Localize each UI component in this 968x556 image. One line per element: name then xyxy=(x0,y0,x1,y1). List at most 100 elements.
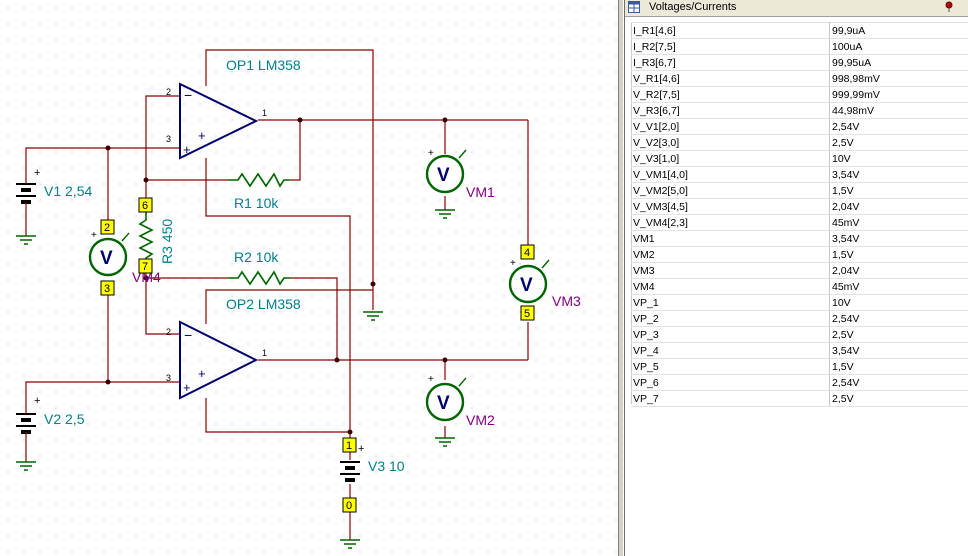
node-label-7: 7 xyxy=(138,258,153,274)
svg-text:6: 6 xyxy=(142,200,148,212)
row-value: 1,5V xyxy=(829,358,968,375)
v2-label: V2 2,5 xyxy=(44,411,85,427)
table-row[interactable]: V_R1[4,6]998,98mV xyxy=(631,70,968,87)
row-value: 2,04V xyxy=(829,262,968,279)
table-row[interactable]: V_R2[7,5]999,99mV xyxy=(631,86,968,103)
row-name: VP_7 xyxy=(631,390,830,407)
voltmeter-vm1[interactable]: V + VM1 xyxy=(425,148,495,200)
svg-text:0: 0 xyxy=(346,500,352,512)
r1-label: R1 10k xyxy=(234,195,279,211)
row-name: V_VM1[4,0] xyxy=(631,166,830,183)
svg-text:1: 1 xyxy=(346,440,352,452)
row-value: 99,9uA xyxy=(829,22,968,39)
pin-icon[interactable] xyxy=(943,0,955,12)
row-value: 2,54V xyxy=(829,118,968,135)
row-name: V_V2[3,0] xyxy=(631,134,830,151)
resistor-r1[interactable]: R1 10k xyxy=(228,172,290,211)
svg-text:+: + xyxy=(34,395,40,407)
node-label-4: 4 xyxy=(520,244,535,260)
junction-dots xyxy=(105,117,448,435)
voltmeter-vm4[interactable]: V + VM4 xyxy=(88,230,161,285)
row-value: 2,54V xyxy=(829,374,968,391)
row-name: V_V1[2,0] xyxy=(631,118,830,135)
row-value: 999,99mV xyxy=(829,86,968,103)
row-value: 2,5V xyxy=(829,326,968,343)
battery-v2[interactable] xyxy=(16,396,36,440)
op2-pin-2: 2 xyxy=(166,327,171,337)
table-row[interactable]: V_V3[1,0]10V xyxy=(631,150,968,167)
node-label-5: 5 xyxy=(520,305,535,321)
row-value: 2,54V xyxy=(829,310,968,327)
row-value: 2,5V xyxy=(829,390,968,407)
svg-text:V: V xyxy=(437,393,450,414)
row-value: 3,54V xyxy=(829,342,968,359)
table-icon xyxy=(628,1,640,13)
svg-text:V: V xyxy=(520,275,533,296)
row-value: 99,95uA xyxy=(829,54,968,71)
svg-text:7: 7 xyxy=(142,261,148,273)
table-row[interactable]: V_R3[6,7]44,98mV xyxy=(631,102,968,119)
vm3-label: VM3 xyxy=(552,293,581,309)
row-value: 100uA xyxy=(829,38,968,55)
svg-text:+: + xyxy=(198,128,206,143)
row-name: V_R1[4,6] xyxy=(631,70,830,87)
svg-text:5: 5 xyxy=(524,308,530,320)
row-name: I_R1[4,6] xyxy=(631,22,830,39)
table-row[interactable]: I_R2[7,5]100uA xyxy=(631,38,968,55)
row-name: I_R3[6,7] xyxy=(631,54,830,71)
table-row[interactable]: I_R3[6,7]99,95uA xyxy=(631,54,968,71)
row-name: V_V3[1,0] xyxy=(631,150,830,167)
resistor-r2[interactable]: R2 10k xyxy=(228,249,290,286)
row-name: VP_5 xyxy=(631,358,830,375)
op1-label: OP1 LM358 xyxy=(226,57,301,73)
splitter[interactable] xyxy=(618,0,623,556)
resistor-r3[interactable]: R3 450 xyxy=(138,212,175,264)
v3-label: V3 10 xyxy=(368,458,405,474)
svg-text:−: − xyxy=(184,327,192,343)
voltmeter-vm2[interactable]: V + VM2 xyxy=(425,374,495,428)
row-name: VP_2 xyxy=(631,310,830,327)
ground-symbols xyxy=(16,209,455,549)
table-row[interactable]: V_VM2[5,0]1,5V xyxy=(631,182,968,199)
op2-pin-3: 3 xyxy=(166,373,171,383)
node-label-1: 1 xyxy=(342,437,357,453)
row-name: VP_3 xyxy=(631,326,830,343)
panel-titlebar[interactable]: Voltages/Currents xyxy=(625,0,968,17)
table-row[interactable]: V_VM4[2,3]45mV xyxy=(631,214,968,231)
table-row[interactable]: I_R1[4,6]99,9uA xyxy=(631,22,968,39)
op2-label: OP2 LM358 xyxy=(226,296,301,312)
row-value: 1,5V xyxy=(829,182,968,199)
svg-text:V: V xyxy=(437,165,450,186)
vm1-label: VM1 xyxy=(466,184,495,200)
row-name: VP_1 xyxy=(631,294,830,311)
battery-v3[interactable] xyxy=(340,461,360,482)
table-row[interactable]: V_VM1[4,0]3,54V xyxy=(631,166,968,183)
voltmeter-vm3[interactable]: V + VM3 xyxy=(508,258,581,309)
node-label-6: 6 xyxy=(138,197,153,213)
row-value: 10V xyxy=(829,294,968,311)
svg-text:+: + xyxy=(34,167,40,179)
battery-v1[interactable] xyxy=(16,162,36,206)
op-amp-2[interactable]: − + + 2 3 1 OP2 LM358 xyxy=(166,296,301,400)
schematic-canvas[interactable]: − + + 2 3 1 OP1 LM358 − + + 2 3 1 OP2 LM… xyxy=(0,0,622,556)
row-value: 45mV xyxy=(829,214,968,231)
table-row[interactable]: V_VM3[4,5]2,04V xyxy=(631,198,968,215)
row-name: I_R2[7,5] xyxy=(631,38,830,55)
row-value: 2,04V xyxy=(829,198,968,215)
table-row[interactable]: V_V2[3,0]2,5V xyxy=(631,134,968,151)
row-value: 998,98mV xyxy=(829,70,968,87)
op-amp-1[interactable]: − + + 2 3 1 OP1 LM358 xyxy=(166,57,301,160)
table-row[interactable]: V_V1[2,0]2,54V xyxy=(631,118,968,135)
